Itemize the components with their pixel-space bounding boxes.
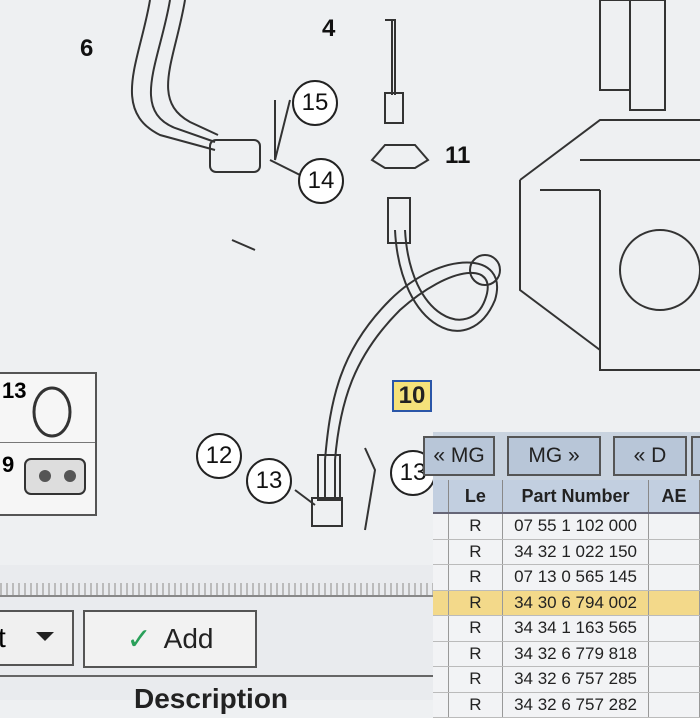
column-header-blank	[433, 480, 449, 514]
cell-ae	[648, 641, 700, 667]
cell-le: R	[448, 641, 504, 667]
row-marker	[433, 666, 449, 693]
dropdown-select[interactable]: t	[0, 610, 74, 666]
cell-le: R	[448, 666, 504, 693]
cell-ae	[648, 590, 700, 616]
row-marker	[433, 590, 449, 616]
dropdown-value: t	[0, 622, 6, 653]
cell-le: R	[448, 692, 504, 718]
cell-ae	[648, 564, 700, 591]
toolbar-area: t ✓ Add Description	[0, 565, 433, 714]
row-marker	[433, 513, 449, 540]
callout-15[interactable]: 15	[292, 80, 338, 126]
callout-6[interactable]: 6	[80, 35, 94, 62]
row-marker	[433, 539, 449, 565]
description-header[interactable]: Description	[134, 683, 289, 714]
next-diagram-button[interactable]	[691, 436, 700, 476]
callout-10-highlighted[interactable]: 10	[392, 380, 432, 412]
cell-part-number: 34 32 6 779 818	[502, 641, 650, 667]
cell-part-number: 34 34 1 163 565	[502, 615, 650, 642]
prev-main-group-button[interactable]: « MG	[423, 436, 495, 476]
thumbnail-panel: 13 9	[0, 372, 97, 516]
column-header-ae[interactable]: AE	[648, 480, 700, 514]
cell-part-number: 34 32 1 022 150	[502, 539, 650, 565]
cell-ae	[648, 513, 700, 540]
add-label: Add	[163, 623, 214, 654]
row-marker	[433, 692, 449, 718]
thumbnail-label: 13	[2, 378, 27, 403]
cell-le: R	[448, 513, 504, 540]
thumbnail-label: 9	[2, 452, 15, 477]
row-marker	[433, 641, 449, 667]
cell-ae	[648, 615, 700, 642]
thumbnail-9[interactable]: 9	[0, 444, 95, 512]
cell-le: R	[448, 564, 504, 591]
callout-11[interactable]: 11	[445, 142, 471, 169]
cell-le: R	[448, 615, 504, 642]
cell-le: R	[448, 539, 504, 565]
callout-12[interactable]: 12	[196, 433, 242, 479]
chevron-down-icon	[36, 632, 54, 641]
cell-part-number: 07 55 1 102 000	[502, 513, 650, 540]
cell-ae	[648, 539, 700, 565]
callout-4[interactable]: 4	[322, 15, 336, 42]
cell-ae	[648, 692, 700, 718]
brake-line-4	[385, 19, 396, 95]
parts-diagram	[130, 0, 700, 531]
next-main-group-button[interactable]: MG »	[507, 436, 601, 476]
callout-13[interactable]: 13	[246, 458, 292, 504]
brake-line-6	[130, 0, 219, 151]
prev-diagram-button[interactable]: « D	[613, 436, 687, 476]
cell-part-number: 34 32 6 757 285	[502, 666, 650, 693]
row-marker	[433, 615, 449, 642]
o-ring-icon	[32, 386, 72, 438]
row-marker	[433, 564, 449, 591]
thumbnail-13[interactable]: 13	[0, 374, 95, 443]
add-button[interactable]: ✓ Add	[83, 610, 257, 668]
splitter-handle[interactable]	[0, 583, 433, 597]
column-header-le[interactable]: Le	[448, 480, 504, 514]
column-header-part-number[interactable]: Part Number	[502, 480, 650, 514]
cell-part-number: 34 32 6 757 282	[502, 692, 650, 718]
cell-le: R	[448, 590, 504, 616]
cell-part-number: 34 30 6 794 002	[502, 590, 650, 616]
callout-14[interactable]: 14	[298, 158, 344, 204]
cell-ae	[648, 666, 700, 693]
connector-icon	[24, 458, 86, 495]
checkmark-icon: ✓	[126, 622, 152, 656]
cell-part-number: 07 13 0 565 145	[502, 564, 650, 591]
divider	[0, 675, 433, 677]
